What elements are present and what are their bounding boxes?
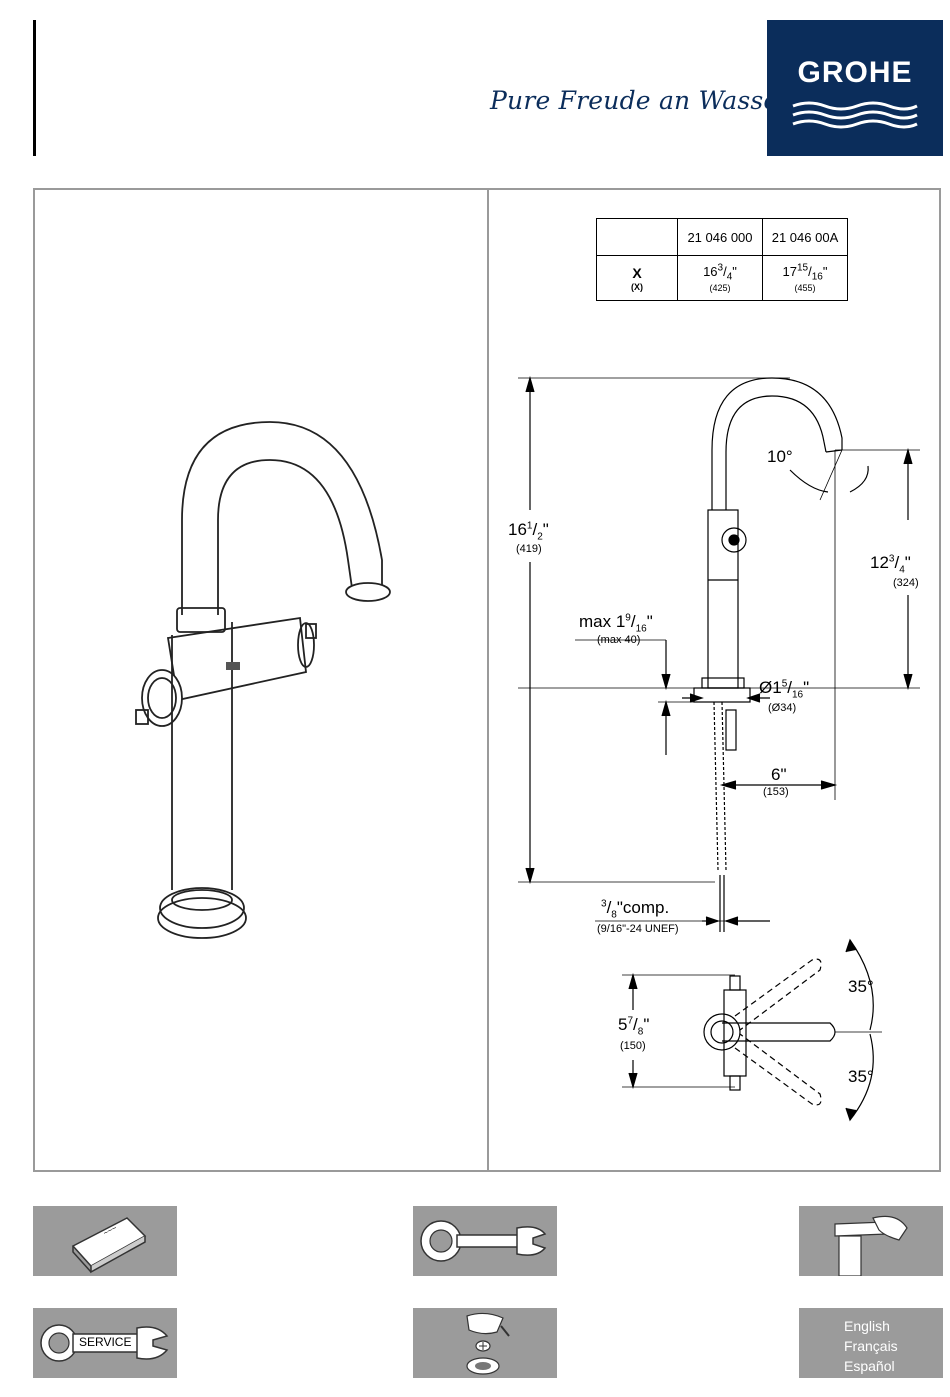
dim-spout-height-metric: (324) — [893, 577, 919, 589]
dim-reach: 6" — [771, 765, 787, 785]
row-label: X — [632, 265, 641, 281]
spec-header-empty — [597, 219, 678, 256]
dim-hole-diameter-unit: " — [803, 678, 809, 697]
value-2-unit: " — [823, 264, 828, 279]
language-english[interactable]: English — [844, 1316, 898, 1336]
brand-tagline: Pure Freude an Wasser — [490, 86, 791, 115]
tile-handle-assembly[interactable] — [413, 1308, 557, 1378]
tile-wrench[interactable] — [413, 1206, 557, 1276]
tile-operation[interactable] — [799, 1206, 943, 1276]
dim-spout-height-unit: " — [905, 553, 911, 572]
dim-spout-height-num: 3 — [889, 553, 895, 564]
dim-spout-height: 123/4" — [870, 553, 911, 575]
value-2-metric: (455) — [763, 283, 847, 293]
dim-max-deck-num: 9 — [625, 612, 631, 623]
spec-value-model-2: 1715/16" (455) — [763, 256, 848, 301]
dim-lever-span-num: 7 — [627, 1015, 633, 1026]
dim-total-height-metric: (419) — [516, 543, 542, 555]
value-2-den: 16 — [812, 271, 823, 282]
dim-hole-diameter-num: 5 — [782, 678, 788, 689]
dim-max-deck-unit: " — [647, 612, 653, 631]
dim-lever-span-unit: " — [643, 1015, 649, 1034]
dim-angle-bottom: 35° — [848, 1067, 874, 1087]
logo-wordmark: GROHE — [767, 56, 943, 90]
dim-connection-text: "comp. — [617, 898, 669, 917]
dim-connection-metric: (9/16"-24 UNEF) — [597, 923, 679, 935]
dim-max-deck-den: 16 — [636, 623, 647, 634]
dim-total-height: 161/2" — [508, 520, 549, 542]
language-spanish[interactable]: Español — [844, 1356, 898, 1376]
dim-hole-diameter: Ø15/16" — [759, 678, 809, 700]
dim-spout-height-main: 12 — [870, 553, 889, 572]
spec-value-model-1: 163/4" (425) — [678, 256, 763, 301]
frame-divider — [487, 188, 489, 1172]
dim-lever-span: 57/8" — [618, 1015, 649, 1037]
handle-parts-icon — [413, 1308, 557, 1378]
faucet-hand-icon — [799, 1206, 943, 1276]
row-label-sub: (X) — [597, 282, 677, 292]
tile-languages[interactable]: English Français Español — [799, 1308, 943, 1378]
spec-header-model-1: 21 046 000 — [678, 219, 763, 256]
dim-connection-num: 3 — [601, 898, 607, 909]
value-1-unit: " — [732, 264, 737, 279]
dim-angle-spout: 10° — [767, 447, 793, 467]
spec-header-model-2: 21 046 00A — [763, 219, 848, 256]
tile-parts-box[interactable]: ~~~ — [33, 1206, 177, 1276]
value-2-num: 15 — [797, 263, 808, 274]
dim-hole-diameter-metric: (Ø34) — [768, 702, 796, 714]
wrench-icon — [413, 1206, 557, 1276]
dim-max-deck-metric: (max 40) — [597, 634, 640, 646]
tile-service[interactable]: SERVICE — [33, 1308, 177, 1378]
parts-box-icon: ~~~ — [33, 1206, 177, 1276]
language-french[interactable]: Français — [844, 1336, 898, 1356]
header-rule — [33, 20, 36, 156]
language-list: English Français Español — [844, 1316, 898, 1376]
dim-total-height-main: 16 — [508, 520, 527, 539]
dim-total-height-num: 1 — [527, 520, 533, 531]
spec-row-label: X (X) — [597, 256, 678, 301]
dim-reach-metric: (153) — [763, 786, 789, 798]
dim-hole-diameter-prefix: Ø1 — [759, 678, 782, 697]
spec-table: 21 046 000 21 046 00A X (X) 163/4" (425)… — [596, 218, 848, 301]
logo-waves-icon — [791, 100, 919, 130]
faucet-perspective-drawing — [120, 410, 420, 950]
dim-lever-span-metric: (150) — [620, 1040, 646, 1052]
service-label: SERVICE — [79, 1335, 131, 1349]
technical-dimension-drawing — [490, 370, 940, 1160]
value-1-num: 3 — [718, 263, 724, 274]
grohe-logo: GROHE — [767, 20, 943, 156]
value-1-metric: (425) — [678, 283, 762, 293]
dim-hole-diameter-den: 16 — [792, 689, 803, 700]
dim-max-deck: max 19/16" — [579, 612, 653, 634]
dim-connection: 3/8"comp. — [601, 898, 669, 920]
value-2-main: 17 — [783, 264, 797, 279]
dim-total-height-unit: " — [543, 520, 549, 539]
dim-angle-top: 35° — [848, 977, 874, 997]
value-1-main: 16 — [703, 264, 717, 279]
dim-max-deck-prefix: max 1 — [579, 612, 625, 631]
